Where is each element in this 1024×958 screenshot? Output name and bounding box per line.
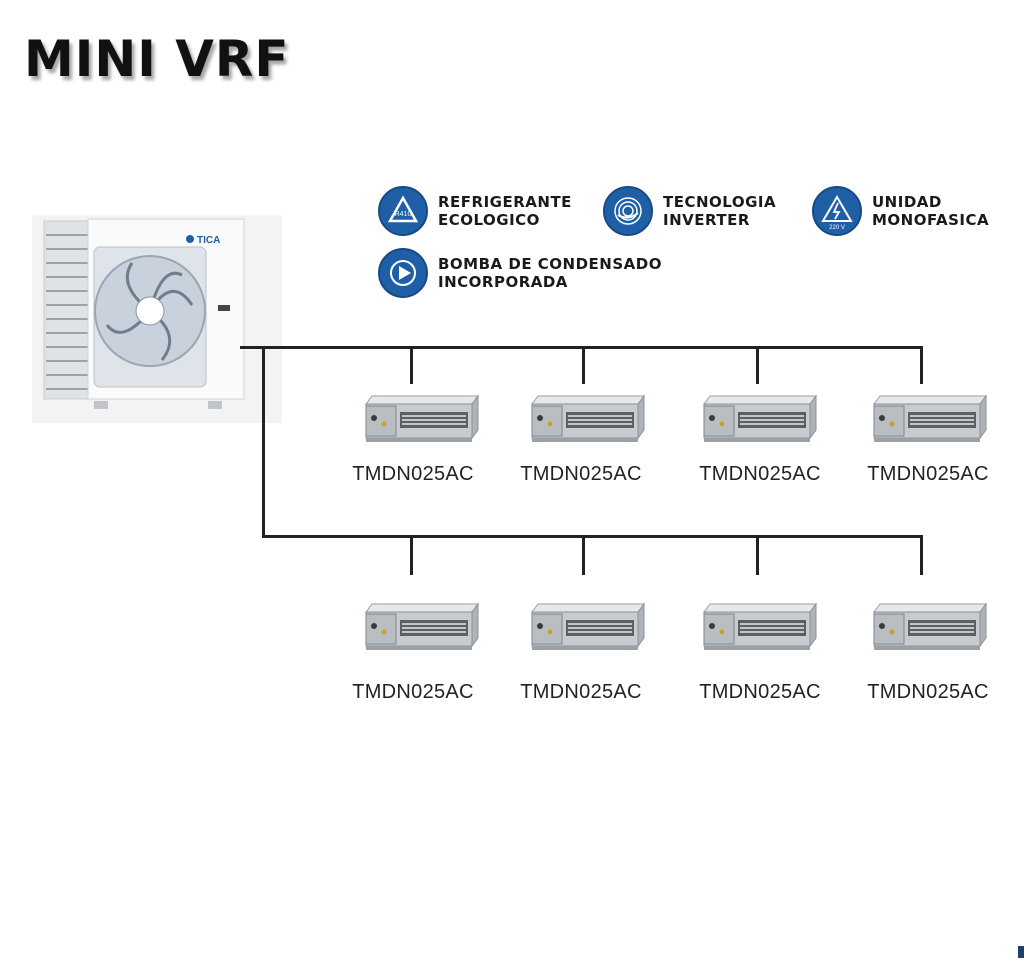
indoor-unit-model-label: TMDN025AC [699, 463, 821, 485]
indoor-duct-unit [870, 600, 988, 656]
spiral-inverter-icon [603, 186, 653, 236]
indoor-duct-unit [700, 392, 818, 448]
drop-line [756, 535, 759, 575]
brand-logo: TICA [197, 235, 220, 246]
svg-text:R410: R410 [395, 211, 412, 218]
indoor-unit-model-label: TMDN025AC [352, 681, 474, 703]
recycle-r410-icon: R410 [378, 186, 428, 236]
second-pipe-horizontal [262, 535, 923, 538]
indoor-unit-model-label: TMDN025AC [699, 681, 821, 703]
indoor-duct-unit [870, 392, 988, 448]
feature-label: REFRIGERANTE ECOLOGICO [438, 193, 572, 229]
feature-label: TECNOLOGIA INVERTER [663, 193, 777, 229]
feature-label: UNIDAD MONOFASICA [872, 193, 990, 229]
main-pipe-vertical [262, 346, 265, 538]
main-pipe-horizontal [240, 346, 923, 349]
drop-line [582, 346, 585, 384]
play-pump-icon [378, 248, 428, 298]
drop-line [920, 535, 923, 575]
svg-text:220 V: 220 V [829, 225, 845, 231]
indoor-unit-model-label: TMDN025AC [352, 463, 474, 485]
drop-line [410, 535, 413, 575]
voltage-220v-icon: 220 V [812, 186, 862, 236]
outdoor-unit: TICA [32, 215, 282, 423]
indoor-unit-model-label: TMDN025AC [520, 681, 642, 703]
indoor-duct-unit [362, 392, 480, 448]
drop-line [920, 346, 923, 384]
corner-mark [1018, 946, 1024, 958]
indoor-duct-unit [528, 392, 646, 448]
page-title: MINI VRF [24, 30, 290, 88]
indoor-unit-model-label: TMDN025AC [867, 681, 989, 703]
feature-pump: BOMBA DE CONDENSADO INCORPORADA [378, 248, 662, 298]
indoor-unit-model-label: TMDN025AC [520, 463, 642, 485]
drop-line [756, 346, 759, 384]
indoor-duct-unit [528, 600, 646, 656]
indoor-duct-unit [700, 600, 818, 656]
indoor-duct-unit [362, 600, 480, 656]
feature-label: BOMBA DE CONDENSADO INCORPORADA [438, 255, 662, 291]
feature-inverter: TECNOLOGIA INVERTER [603, 186, 776, 236]
feature-refrigerant: R410 REFRIGERANTE ECOLOGICO [378, 186, 572, 236]
indoor-unit-model-label: TMDN025AC [867, 463, 989, 485]
drop-line [582, 535, 585, 575]
drop-line [410, 346, 413, 384]
feature-monophase: 220 V UNIDAD MONOFASICA [812, 186, 989, 236]
